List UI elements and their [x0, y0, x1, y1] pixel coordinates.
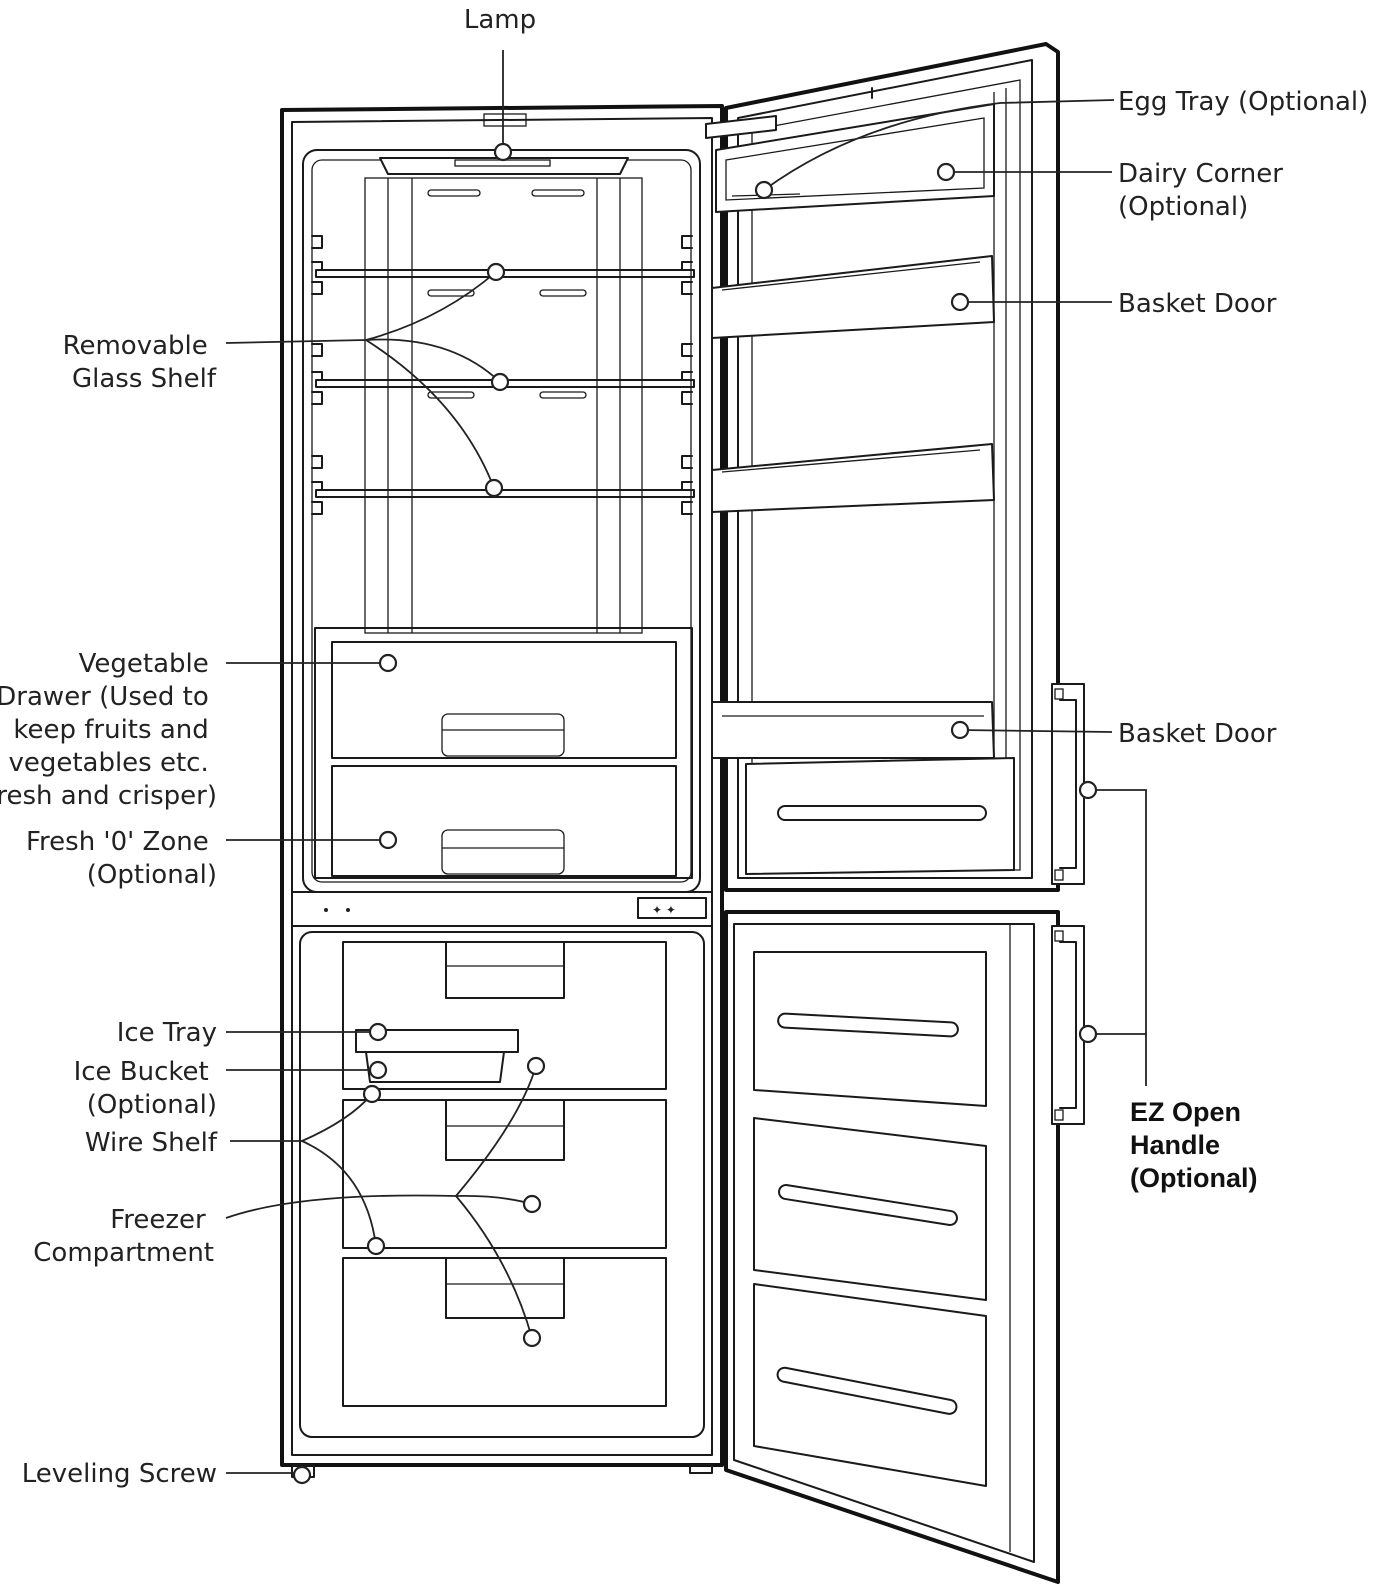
label-basket-door-lower: Basket Door — [1118, 719, 1277, 749]
callout-dot-shelf-1 — [486, 262, 506, 282]
callout-dot-shelf-3 — [484, 478, 504, 498]
callout-dot-leveling-screw — [292, 1465, 312, 1485]
callout-dots — [292, 142, 1098, 1485]
callout-dot-ice-bucket — [368, 1060, 388, 1080]
callout-dot-wire-shelf-1 — [362, 1084, 382, 1104]
callout-dot-egg-tray — [754, 180, 774, 200]
callout-dot-basket-lower — [950, 720, 970, 740]
callout-dot-fresh-zone — [378, 830, 398, 850]
label-vegetable-drawer: Vegetable Drawer (Used to keep fruits an… — [0, 649, 217, 811]
labels: Lamp Egg Tray (Optional) Dairy Corner (O… — [0, 5, 1368, 1489]
freezer-compartment-body — [299, 931, 705, 1438]
glass-shelves — [311, 235, 695, 515]
callout-dot-handle-lower — [1078, 1024, 1098, 1044]
freezer-door — [724, 910, 1085, 1584]
label-dairy-corner: Dairy Corner (Optional) — [1118, 159, 1291, 222]
callout-dot-lamp — [493, 142, 513, 162]
callout-dot-freezer-3 — [522, 1328, 542, 1348]
callout-dot-wire-shelf-2 — [366, 1236, 386, 1256]
svg-text:✦ ✦: ✦ ✦ — [652, 903, 676, 917]
label-egg-tray: Egg Tray (Optional) — [1118, 87, 1368, 117]
callout-dot-handle-upper — [1078, 780, 1098, 800]
crisper-drawers — [314, 627, 693, 879]
label-ice-tray: Ice Tray — [117, 1018, 217, 1048]
callout-dot-shelf-2 — [490, 372, 510, 392]
label-ez-open-handle: EZ Open Handle (Optional) — [1130, 1097, 1257, 1193]
callout-dot-ice-tray — [368, 1022, 388, 1042]
control-strip: ✦ ✦ — [291, 891, 713, 927]
callout-dot-freezer-1 — [526, 1056, 546, 1076]
callout-dot-vegetable — [378, 653, 398, 673]
fridge-door — [705, 42, 1085, 892]
label-fresh-zone: Fresh '0' Zone (Optional) — [26, 827, 217, 890]
label-wire-shelf: Wire Shelf — [85, 1128, 218, 1158]
label-ice-bucket: Ice Bucket (Optional) — [74, 1057, 217, 1120]
label-basket-door-upper: Basket Door — [1118, 289, 1277, 319]
label-lamp: Lamp — [464, 5, 536, 35]
callout-dot-freezer-2 — [522, 1194, 542, 1214]
callout-dot-dairy — [936, 162, 956, 182]
callout-dot-basket-upper — [950, 292, 970, 312]
leader-lines — [225, 50, 1147, 1474]
label-leveling-screw: Leveling Screw — [22, 1459, 217, 1489]
label-freezer-compartment: Freezer Compartment — [33, 1205, 214, 1268]
label-removable-glass-shelf: Removable Glass Shelf — [63, 331, 217, 394]
fridge-cabinet — [280, 104, 724, 1467]
